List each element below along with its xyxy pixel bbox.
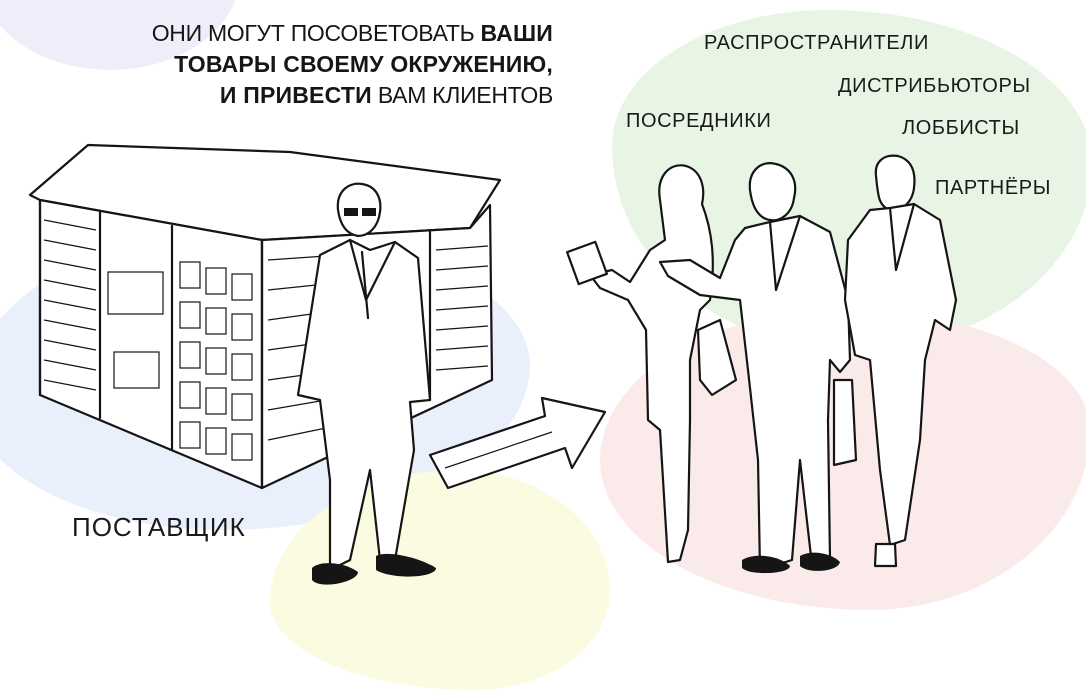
headline-line-2-bold: ТОВАРЫ СВОЕМУ ОКРУЖЕНИЮ, — [174, 51, 553, 77]
label-intermediaries: ПОСРЕДНИКИ — [626, 110, 772, 132]
label-distributors-spreaders: РАСПРОСТРАНИТЕЛИ — [704, 32, 929, 54]
headline-line-3-regular: ВАМ КЛИЕНТОВ — [377, 82, 553, 108]
headline-line-1-bold: ВАШИ — [480, 20, 553, 46]
intermediaries-group-illustration — [565, 154, 958, 574]
warehouse-illustration — [28, 143, 502, 490]
label-partners: ПАРТНЁРЫ — [935, 177, 1052, 199]
headline-line-2: ТОВАРЫ СВОЕМУ ОКРУЖЕНИЮ, — [152, 49, 553, 80]
arrow-illustration — [428, 396, 607, 490]
supplier-label: ПОСТАВЩИК — [72, 512, 246, 542]
headline-line-3: И ПРИВЕСТИ ВАМ КЛИЕНТОВ — [152, 80, 553, 111]
label-distributors: ДИСТРИБЬЮТОРЫ — [838, 75, 1031, 97]
illustration — [28, 143, 958, 585]
headline-line-3-bold: И ПРИВЕСТИ — [219, 82, 372, 108]
headline: ОНИ МОГУТ ПОСОВЕТОВАТЬ ВАШИ ТОВАРЫ СВОЕМ… — [152, 18, 554, 111]
supplier-person-illustration — [296, 182, 436, 585]
headline-line-1-regular: ОНИ МОГУТ ПОСОВЕТОВАТЬ — [151, 20, 475, 46]
headline-line-1: ОНИ МОГУТ ПОСОВЕТОВАТЬ ВАШИ — [152, 18, 553, 49]
label-lobbyists: ЛОББИСТЫ — [902, 117, 1020, 139]
